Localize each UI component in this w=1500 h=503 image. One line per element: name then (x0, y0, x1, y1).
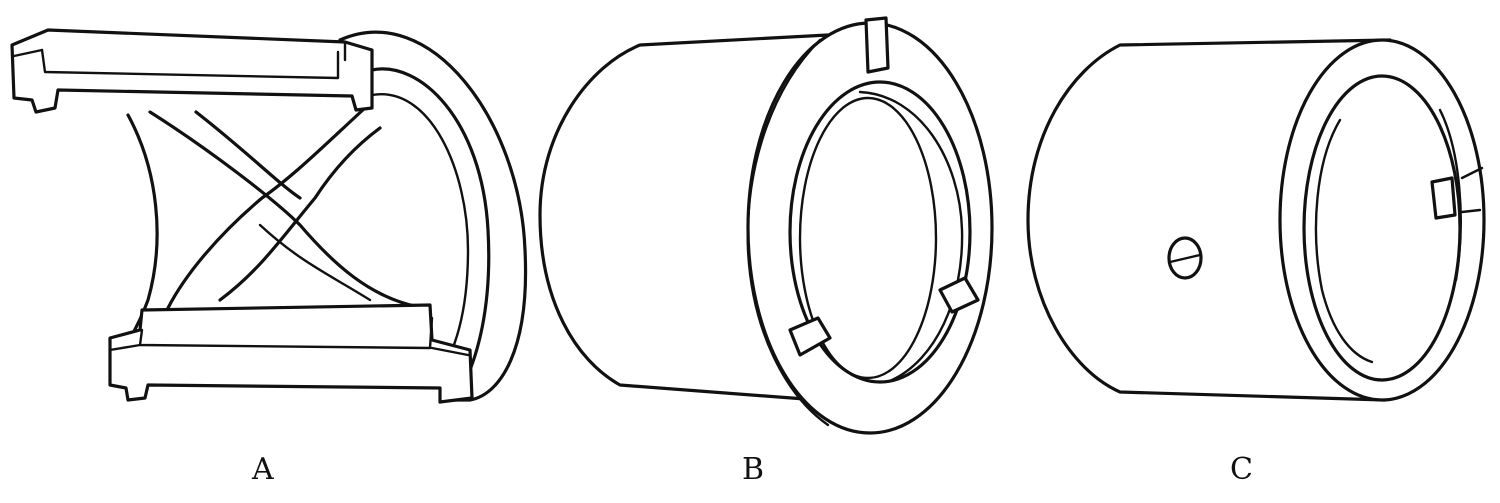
part-a-bottom-flange (108, 303, 474, 404)
part-c-key-notch (1430, 176, 1457, 220)
label-c: C (1230, 452, 1254, 487)
part-b-bore-inner (798, 96, 938, 380)
part-a-bottom-flange-groove (138, 316, 434, 350)
part-c-set-screw-slot (1168, 253, 1202, 264)
part-a-rib-2 (166, 106, 367, 310)
label-a: A (252, 452, 275, 487)
part-a-drawing (10, 28, 528, 404)
part-c-key-slot (1460, 166, 1484, 214)
part-b-bore-outer (788, 80, 972, 384)
part-a-bottom-flange-line (108, 343, 470, 357)
part-a-rib-2b (218, 126, 382, 302)
part-b-drawing (538, 16, 994, 435)
part-c-end-outer (1278, 38, 1486, 402)
part-a-back-shell (338, 30, 528, 402)
part-b-slot-right (938, 276, 980, 314)
part-a-top-flange-groove (40, 48, 340, 80)
part-a-rib-1b (194, 110, 302, 200)
part-b-slot-top (864, 16, 890, 74)
part-c-bore-depth-2 (1438, 108, 1462, 282)
part-c-bore-depth (1314, 118, 1374, 364)
part-c-drawing (1026, 38, 1486, 402)
part-a-top-flange (10, 28, 374, 114)
part-a-top-flange-line (12, 40, 347, 62)
part-b-flange-rim (746, 38, 830, 427)
part-a-rib-1 (148, 110, 427, 310)
part-b-slot-left (788, 316, 832, 357)
part-a-left-hollow (126, 113, 159, 344)
part-b-bore-lip (858, 90, 964, 382)
label-b: B (742, 452, 766, 487)
part-a-rib-low (258, 223, 372, 302)
